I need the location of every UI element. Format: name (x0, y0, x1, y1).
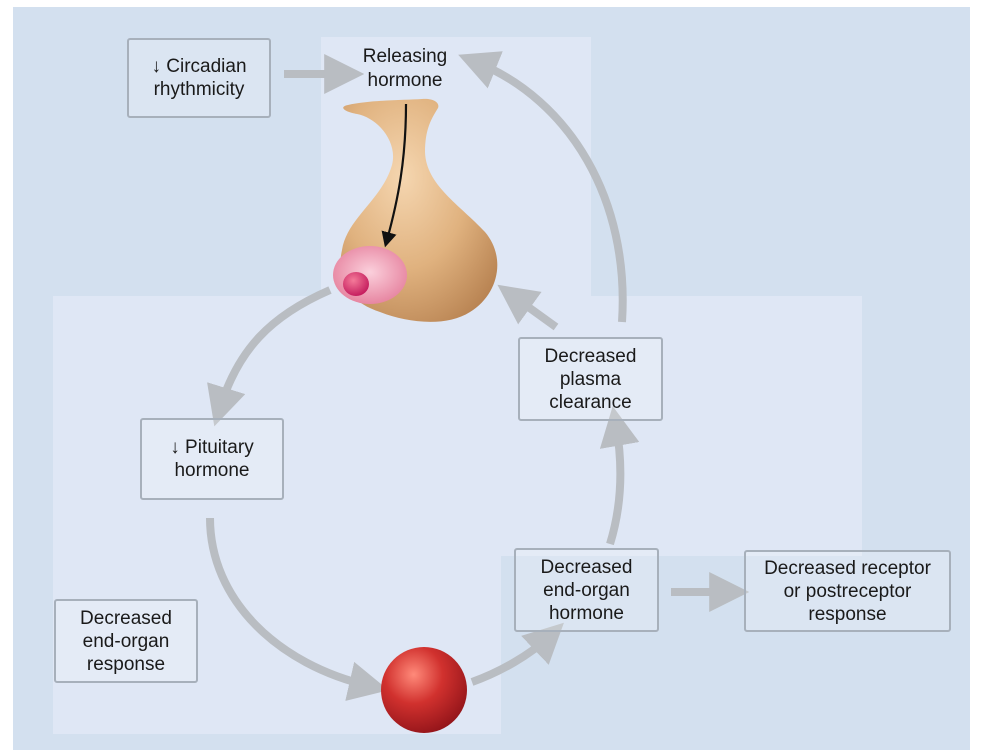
pituitary-pink-lobe (333, 246, 407, 304)
receptor-response-box: Decreased receptor or postreceptor respo… (744, 550, 951, 632)
pituitary-hormone-box: ↓ Pituitary hormone (140, 418, 284, 500)
pituitary-core (343, 272, 369, 296)
releasing-hormone-label: Releasing hormone (345, 45, 465, 93)
end-organ-response-box: Decreased end-organ response (54, 599, 198, 683)
end-organ-hormone-box: Decreased end-organ hormone (514, 548, 659, 632)
end-organ-response-label: Decreased end-organ response (80, 607, 172, 676)
circadian-rhythmicity-label: ↓ Circadian rhythmicity (151, 55, 246, 101)
plasma-clearance-label: Decreased plasma clearance (545, 345, 637, 414)
pituitary-hormone-label: ↓ Pituitary hormone (170, 436, 253, 482)
end-organ (381, 647, 467, 733)
circadian-rhythmicity-box: ↓ Circadian rhythmicity (127, 38, 271, 118)
end-organ-hormone-label: Decreased end-organ hormone (541, 556, 633, 625)
receptor-response-label: Decreased receptor or postreceptor respo… (764, 557, 931, 626)
plasma-clearance-box: Decreased plasma clearance (518, 337, 663, 421)
